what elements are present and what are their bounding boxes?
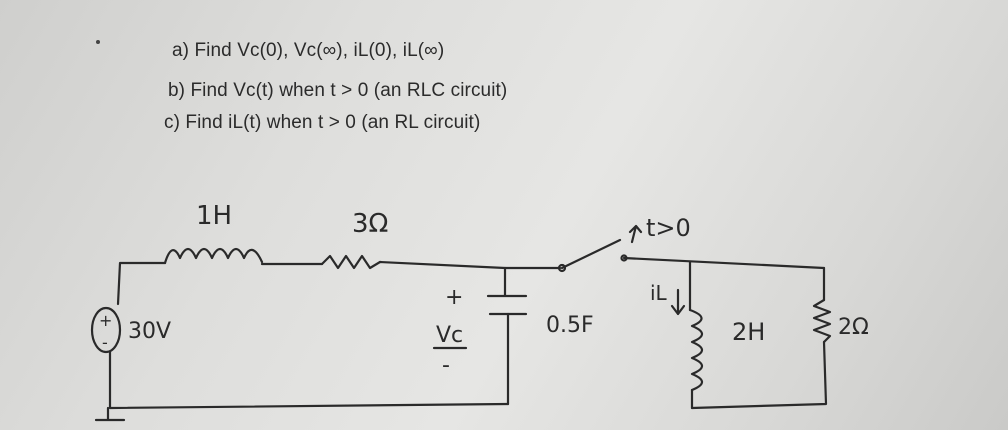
label-vc-plus: + bbox=[445, 285, 463, 310]
label-1h: 1H bbox=[196, 201, 232, 231]
capacitor-plates bbox=[486, 294, 528, 316]
label-30v: 30V bbox=[128, 319, 171, 344]
label-vc-minus: - bbox=[442, 353, 450, 378]
resistor-2ohm bbox=[812, 298, 832, 344]
wire-left-top bbox=[116, 261, 167, 306]
wire-to-cap bbox=[378, 260, 507, 297]
question-c: c) Find iL(t) when t > 0 (an RL circuit) bbox=[164, 112, 481, 133]
label-vc: Vc bbox=[436, 323, 463, 348]
stray-mark bbox=[96, 40, 100, 44]
switch-blade bbox=[560, 238, 622, 270]
switch-pivot bbox=[557, 263, 567, 273]
label-il: iL bbox=[650, 281, 668, 305]
question-b: b) Find Vc(t) when t > 0 (an RLC circuit… bbox=[168, 80, 508, 101]
label-source-plus: + bbox=[99, 311, 112, 330]
label-0-5f: 0.5F bbox=[546, 313, 594, 338]
label-2ohm: 2Ω bbox=[838, 315, 869, 340]
wire-left-bottom bbox=[108, 350, 510, 410]
resistor-3ohm bbox=[320, 254, 382, 270]
switch-arrow bbox=[628, 224, 643, 244]
wire-res2-bottom bbox=[690, 340, 828, 410]
question-a: a) Find Vc(0), Vc(∞), iL(0), iL(∞) bbox=[172, 40, 445, 61]
label-3ohm: 3Ω bbox=[352, 209, 388, 239]
label-2h: 2H bbox=[732, 318, 765, 346]
label-source-minus: - bbox=[102, 333, 108, 352]
inductor-1h-coil bbox=[163, 247, 264, 265]
label-switch-time: t>0 bbox=[646, 214, 691, 242]
inductor-2h-coil bbox=[688, 308, 704, 392]
wire-right-top bbox=[622, 256, 826, 270]
ground-symbol bbox=[94, 406, 126, 422]
il-arrow bbox=[670, 288, 686, 316]
voltage-source bbox=[90, 306, 122, 354]
